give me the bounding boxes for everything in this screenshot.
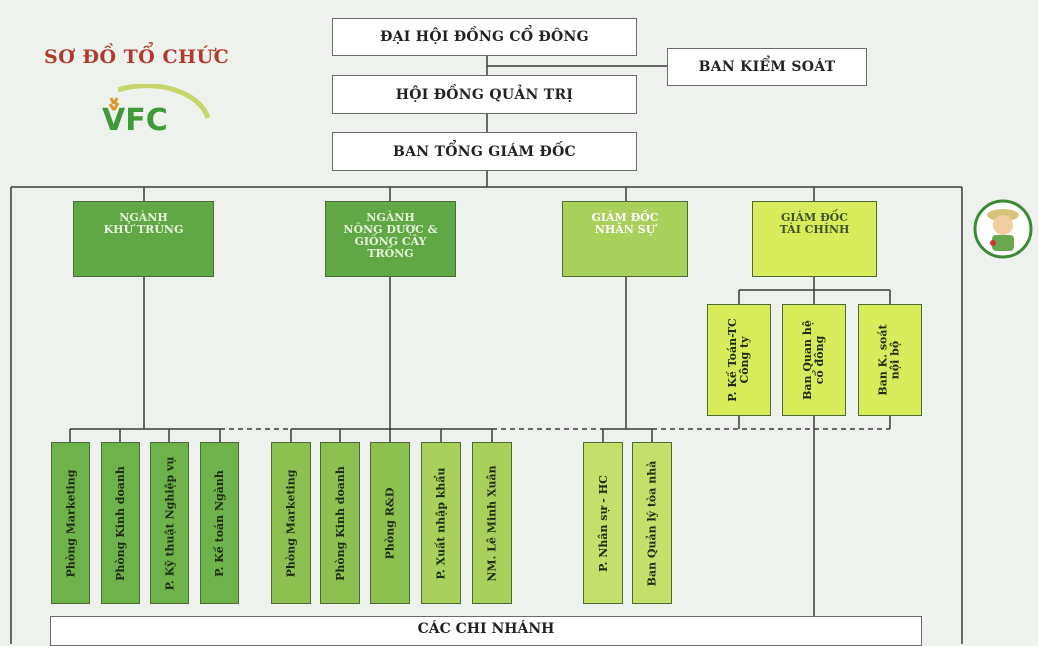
dept-label: P. Xuất nhập khẩu — [434, 466, 448, 580]
board-of-directors-box: HỘI ĐỒNG QUẢN TRỊ — [332, 75, 637, 114]
vfc-logo: VFC — [102, 84, 211, 138]
dept-label: Phòng Marketing — [64, 469, 78, 577]
dept-marketing-1: Phòng Marketing — [51, 442, 90, 604]
shareholders-meeting-label: ĐẠI HỘI ĐỒNG CỔ ĐÔNG — [380, 29, 589, 45]
supervisory-board-label: BAN KIỂM SOÁT — [698, 59, 836, 75]
division-label: GIÁM ĐỐC NHÂN SỰ — [591, 211, 659, 236]
dept-sales-2: Phòng Kinh doanh — [320, 442, 360, 604]
dept-building-management: Ban Quản lý tòa nhà — [632, 442, 672, 604]
dept-label: NM. Lê Minh Xuân — [485, 464, 499, 582]
division-hr-director: GIÁM ĐỐC NHÂN SỰ — [562, 201, 688, 277]
finance-unit-label: P. Kế Toán-TC Công ty — [726, 318, 752, 402]
dept-label: P. Kế toán Ngành — [213, 469, 226, 577]
division-agrochemicals: NGÀNH NÔNG DƯỢC & GIỐNG CÂY TRỒNG — [325, 201, 456, 277]
dept-accounting-1: P. Kế toán Ngành — [200, 442, 239, 604]
division-label: NGÀNH NÔNG DƯỢC & GIỐNG CÂY TRỒNG — [343, 211, 438, 260]
dept-hr-admin: P. Nhân sự - HC — [583, 442, 623, 604]
general-management-box: BAN TỔNG GIÁM ĐỐC — [332, 132, 637, 171]
finance-unit-internal-audit: Ban K. soát nội bộ — [858, 304, 922, 416]
dept-le-minh-xuan-factory: NM. Lê Minh Xuân — [472, 442, 512, 604]
division-disinfection: NGÀNH KHỬ TRÙNG — [73, 201, 214, 277]
dept-label: Phòng Marketing — [284, 469, 298, 577]
general-management-label: BAN TỔNG GIÁM ĐỐC — [392, 143, 577, 160]
dept-sales-1: Phòng Kinh doanh — [101, 442, 140, 604]
svg-text:VFC: VFC — [102, 103, 168, 138]
finance-unit-investor-relations: Ban Quan hệ cổ đông — [782, 304, 846, 416]
shareholders-meeting-box: ĐẠI HỘI ĐỒNG CỔ ĐÔNG — [332, 18, 637, 56]
dept-technical: P. Kỹ thuật Nghiệp vụ — [150, 442, 189, 604]
dept-label: Phòng Kinh doanh — [114, 465, 127, 581]
board-of-directors-label: HỘI ĐỒNG QUẢN TRỊ — [395, 86, 574, 103]
finance-unit-label: Ban Quan hệ cổ đông — [801, 320, 827, 400]
branches-label: CÁC CHI NHÁNH — [417, 621, 555, 637]
finance-unit-accounting: P. Kế Toán-TC Công ty — [707, 304, 771, 416]
division-label: NGÀNH KHỬ TRÙNG — [103, 211, 184, 236]
dept-label: Phòng R&D — [383, 487, 397, 559]
division-label: GIÁM ĐỐC TÀI CHÍNH — [779, 211, 850, 236]
dept-label: Phòng Kinh doanh — [333, 465, 347, 581]
division-finance-director: GIÁM ĐỐC TÀI CHÍNH — [752, 201, 877, 277]
dept-rnd: Phòng R&D — [370, 442, 410, 604]
branches-box: CÁC CHI NHÁNH — [50, 616, 922, 646]
dept-marketing-2: Phòng Marketing — [271, 442, 311, 604]
chart-title: SƠ ĐỒ TỔ CHỨC — [44, 46, 230, 68]
dept-label: P. Kỹ thuật Nghiệp vụ — [163, 456, 176, 590]
dept-label: P. Nhân sự - HC — [596, 474, 610, 572]
finance-unit-label: Ban K. soát nội bộ — [877, 324, 902, 396]
dept-label: Ban Quản lý tòa nhà — [645, 460, 659, 586]
supervisory-board-box: BAN KIỂM SOÁT — [667, 48, 867, 86]
dept-import-export: P. Xuất nhập khẩu — [421, 442, 461, 604]
farmer-mascot-icon — [973, 199, 1033, 259]
